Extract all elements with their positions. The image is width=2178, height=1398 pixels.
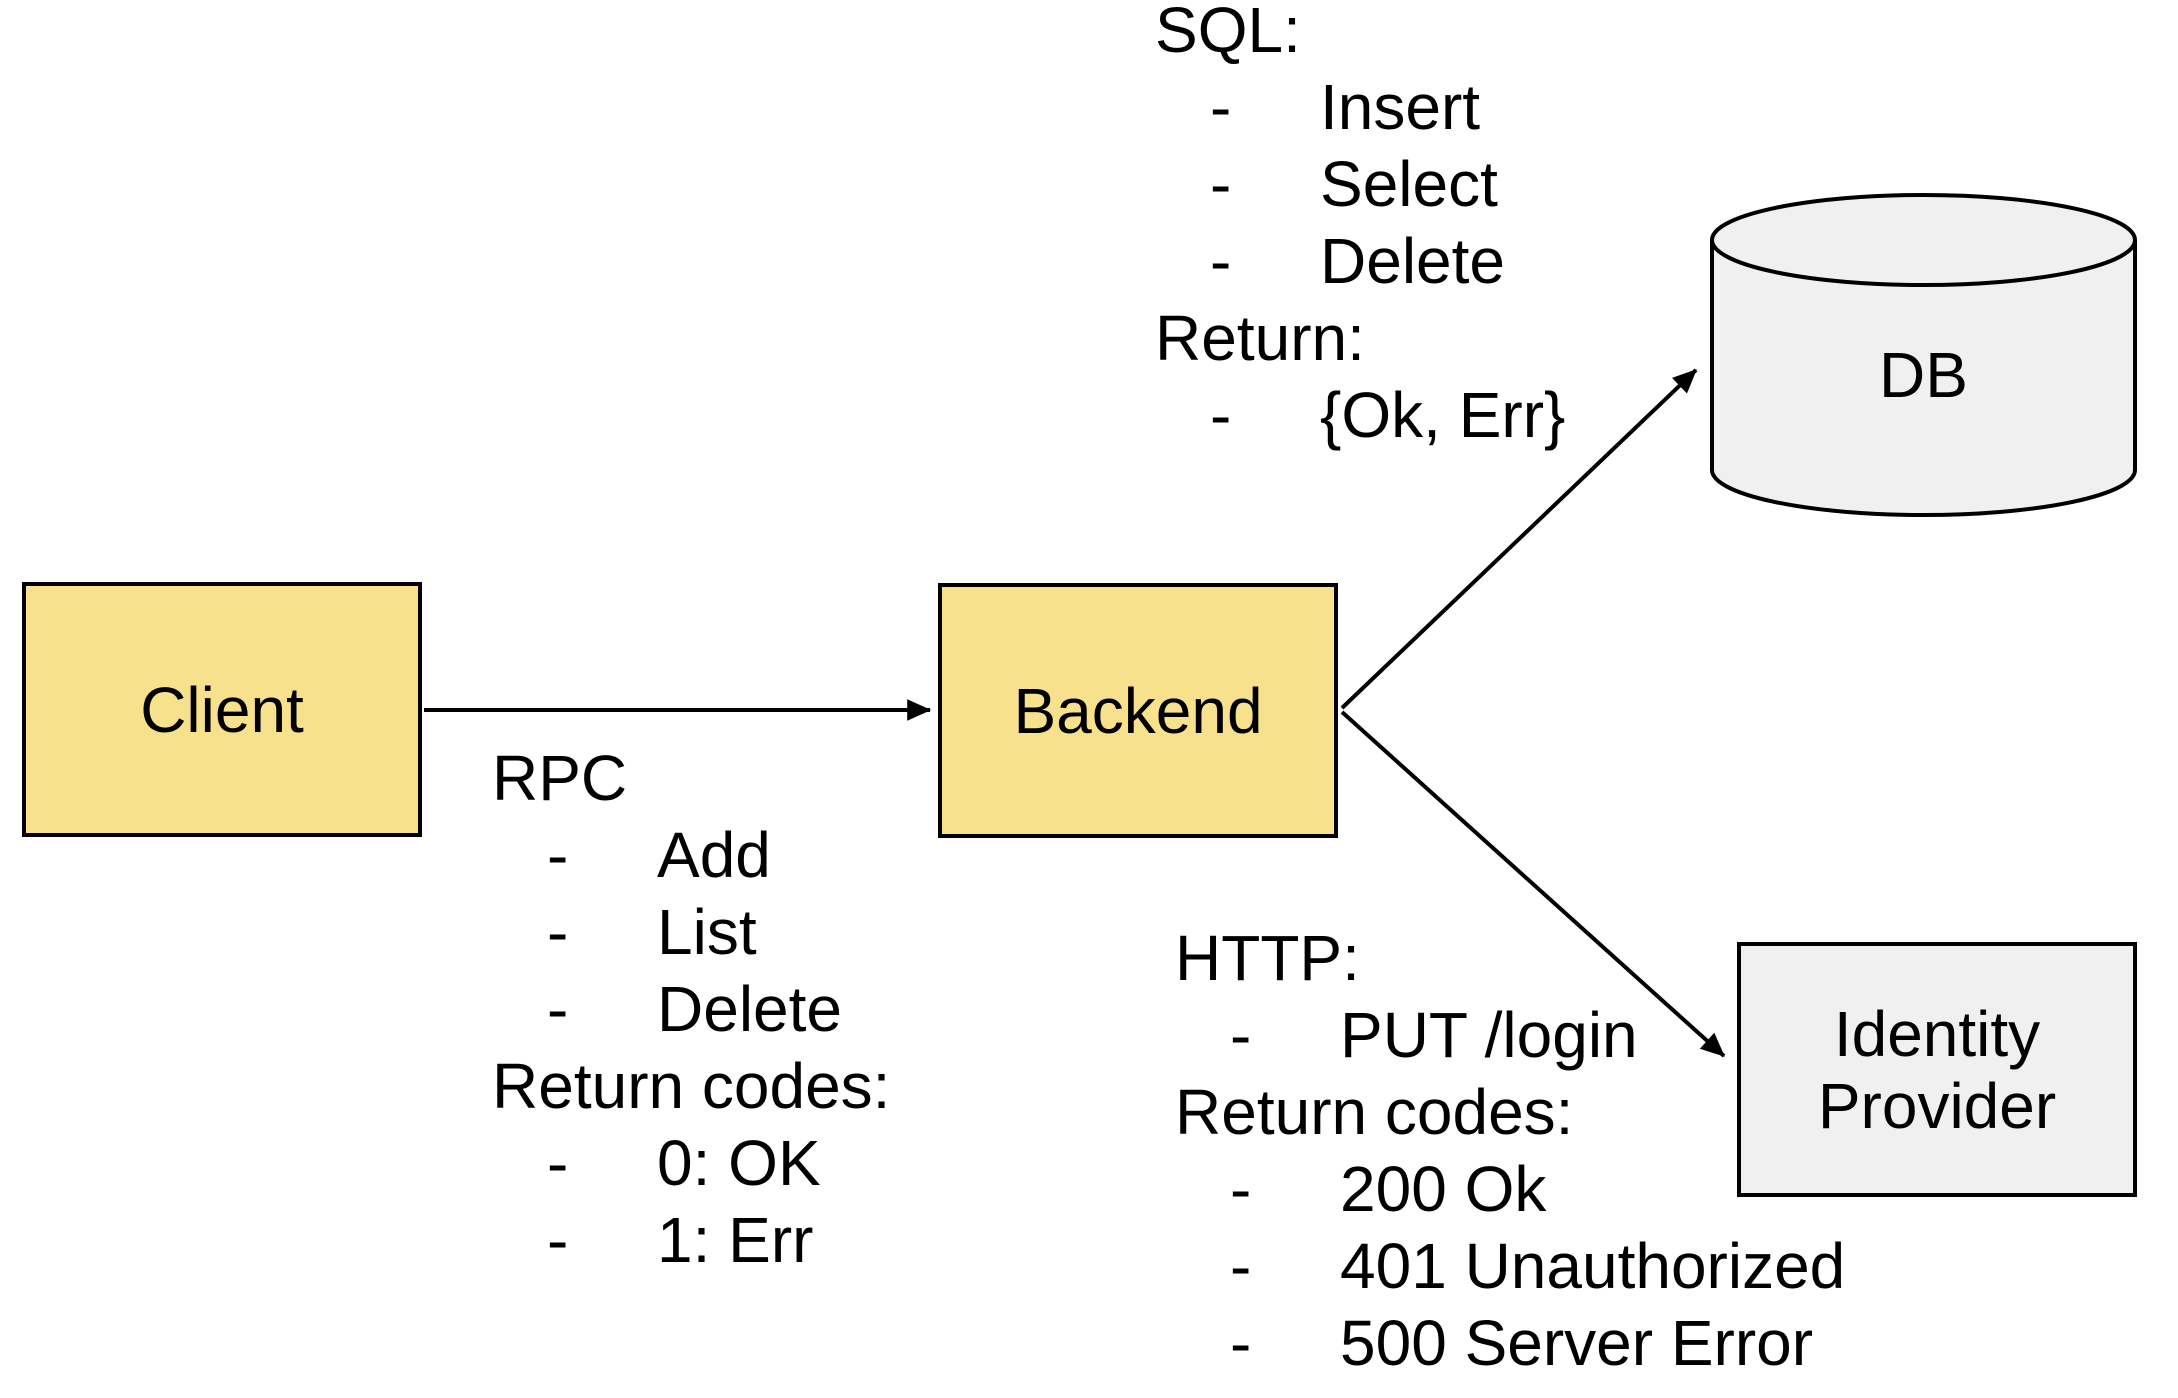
identity-provider-node: Identity Provider — [1737, 942, 2137, 1197]
http-return-item-text: 500 Server Error — [1340, 1307, 1814, 1379]
bullet-dash: - — [547, 973, 569, 1045]
rpc-item: - Delete — [492, 971, 890, 1048]
sql-item: - Delete — [1155, 223, 1565, 300]
bullet-dash: - — [1230, 1230, 1252, 1302]
sql-return-title: Return: — [1155, 302, 1365, 374]
client-node-label: Client — [140, 673, 304, 746]
http-return-item: - 401 Unauthorized — [1175, 1228, 1845, 1305]
bullet-dash: - — [1230, 1307, 1252, 1379]
backend-node: Backend — [938, 583, 1338, 838]
rpc-item-text: Delete — [657, 973, 842, 1045]
bullet-dash: - — [547, 896, 569, 968]
sql-item: - Select — [1155, 146, 1565, 223]
sql-item-text: Delete — [1320, 225, 1505, 297]
http-item: - PUT /login — [1175, 997, 1845, 1074]
rpc-annotation: RPC - Add - List - Delete Return codes: - 0:… — [492, 740, 890, 1279]
bullet-dash: - — [1210, 379, 1232, 451]
rpc-return-item: - 1: Err — [492, 1202, 890, 1279]
bullet-dash: - — [1230, 999, 1252, 1071]
rpc-return-item-text: 1: Err — [657, 1204, 814, 1276]
sql-item-text: Insert — [1320, 71, 1481, 143]
db-cylinder-top — [1710, 193, 2137, 287]
sql-return-item-text: {Ok, Err} — [1320, 379, 1566, 451]
sql-annotation: SQL: - Insert - Select - Delete Return: - {O… — [1155, 0, 1565, 454]
sql-return-item: - {Ok, Err} — [1155, 377, 1565, 454]
sql-title: SQL: — [1155, 0, 1301, 66]
bullet-dash: - — [547, 1204, 569, 1276]
rpc-return-item-text: 0: OK — [657, 1127, 821, 1199]
rpc-item-text: Add — [657, 819, 771, 891]
backend-node-label: Backend — [1013, 674, 1263, 747]
db-node-label: DB — [1710, 337, 2137, 414]
db-node-label-text: DB — [1879, 339, 1968, 411]
http-return-title: Return codes: — [1175, 1076, 1574, 1148]
sql-item-text: Select — [1320, 148, 1498, 220]
http-return-item-text: 401 Unauthorized — [1340, 1230, 1846, 1302]
bullet-dash: - — [1210, 225, 1232, 297]
db-cylinder — [1710, 193, 2137, 517]
bullet-dash: - — [547, 819, 569, 891]
http-return-item-text: 200 Ok — [1340, 1153, 1547, 1225]
http-title: HTTP: — [1175, 922, 1360, 994]
bullet-dash: - — [1210, 71, 1232, 143]
bullet-dash: - — [547, 1127, 569, 1199]
rpc-return-title: Return codes: — [492, 1050, 891, 1122]
http-return-item: - 500 Server Error — [1175, 1305, 1845, 1382]
client-node: Client — [22, 582, 422, 837]
rpc-title: RPC — [492, 742, 628, 814]
http-return-item: - 200 Ok — [1175, 1151, 1845, 1228]
http-item-text: PUT /login — [1340, 999, 1638, 1071]
bullet-dash: - — [1230, 1153, 1252, 1225]
rpc-item: - Add — [492, 817, 890, 894]
rpc-item-text: List — [657, 896, 757, 968]
rpc-item: - List — [492, 894, 890, 971]
db-cylinder-body — [1710, 240, 2137, 517]
rpc-return-item: - 0: OK — [492, 1125, 890, 1202]
http-annotation: HTTP: -PUT /login Return codes: -200 Ok … — [1175, 920, 1845, 1382]
identity-provider-node-label: Identity Provider — [1817, 997, 2057, 1142]
bullet-dash: - — [1210, 148, 1232, 220]
sql-item: - Insert — [1155, 69, 1565, 146]
